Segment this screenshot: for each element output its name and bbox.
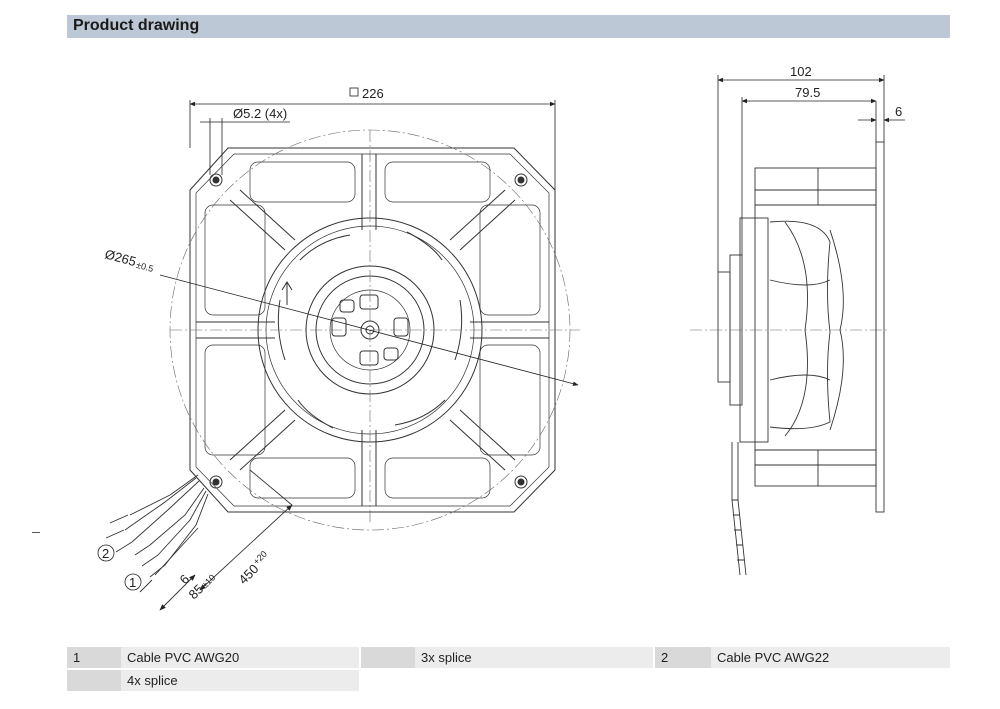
product-drawing: 226 Ø5.2 (4x) Ø265 ±0.5 2 1 6 85 ±10 <box>97 64 905 611</box>
hole-dim-label: Ø5.2 (4x) <box>233 106 287 121</box>
cable-tol-label: +20 <box>251 549 269 567</box>
front-dim-labels: 226 Ø5.2 (4x) Ø265 ±0.5 <box>103 86 383 274</box>
legend-desc-2: Cable PVC AWG22 <box>711 647 950 668</box>
housing-outline <box>189 147 556 513</box>
cable-leads <box>105 469 293 611</box>
legend-desc-splice4: 4x splice <box>121 670 359 691</box>
section-header: Product drawing <box>67 15 950 38</box>
side-dim-labels: 102 79.5 6 <box>790 64 902 119</box>
depth-body-label: 79.5 <box>795 85 820 100</box>
strip-len-label: 6 <box>177 571 193 587</box>
callout-1: 1 <box>129 575 136 590</box>
square-dim-label: 226 <box>362 86 384 101</box>
margin-mark <box>32 532 40 533</box>
cable-labels: 2 1 6 85 ±10 450 +20 <box>97 544 269 602</box>
front-centerlines <box>169 129 580 531</box>
legend-key-1: 1 <box>67 647 121 668</box>
side-view <box>717 141 885 576</box>
diameter-tol-label: ±0.5 <box>135 260 154 274</box>
legend-key-splice3 <box>361 647 415 668</box>
diameter-dim-label: Ø265 <box>103 246 138 269</box>
callout-2: 2 <box>102 546 109 561</box>
flange-label: 6 <box>895 104 902 119</box>
depth-total-label: 102 <box>790 64 812 79</box>
section-title: Product drawing <box>73 17 200 34</box>
legend-desc-1: Cable PVC AWG20 <box>121 647 359 668</box>
front-dimensions <box>159 100 579 386</box>
side-dimensions <box>717 75 905 272</box>
legend-desc-splice3: 3x splice <box>415 647 653 668</box>
legend-key-2: 2 <box>655 647 711 668</box>
legend-key-splice4 <box>67 670 121 691</box>
